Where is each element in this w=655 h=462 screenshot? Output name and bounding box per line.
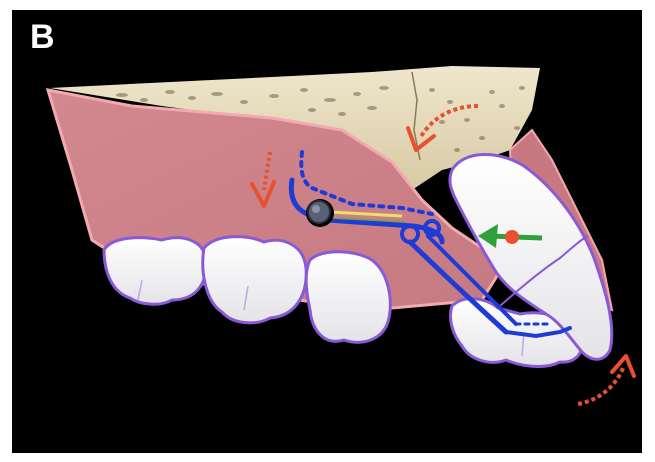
tooth-1	[104, 238, 206, 305]
panel-label: B	[30, 20, 55, 54]
diagram-panel: B	[12, 10, 642, 453]
mini-screw	[306, 199, 334, 227]
tooth-2	[203, 237, 306, 323]
tooth-3	[306, 252, 390, 343]
rotation-arrow-lower	[578, 356, 634, 404]
dental-diagram	[12, 10, 642, 453]
